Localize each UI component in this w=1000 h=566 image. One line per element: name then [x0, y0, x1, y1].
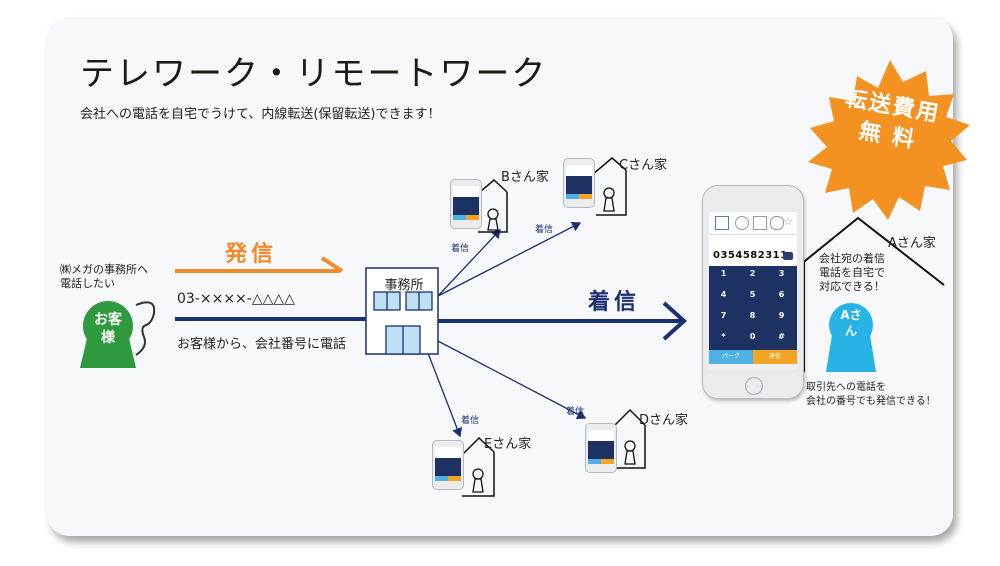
customer-icon — [80, 301, 156, 368]
main-smartphone: ☆ 0354582311 1 2 3 4 5 6 7 8 9 * 0 # パーク… — [702, 185, 804, 399]
clock-tab-icon — [735, 216, 749, 230]
key-2: 2 — [749, 269, 756, 278]
home-label-c: Cさん家 — [619, 158, 668, 173]
home-a-note: 会社宛の着信 電話を自宅で 対応できる！ — [819, 252, 885, 293]
branch-arrow-c — [437, 221, 582, 297]
key-8: 8 — [749, 311, 756, 320]
key-star: * — [721, 332, 726, 341]
branch-arrow-e — [427, 352, 463, 438]
cloud-tab-icon — [770, 216, 784, 230]
house-c — [591, 157, 627, 216]
office-building — [365, 267, 439, 355]
phone-tab-bar: ☆ — [709, 214, 797, 235]
key-5: 5 — [749, 290, 756, 299]
house-d — [611, 408, 646, 469]
customer-caption: ㈱メガの事務所へ 電話したい — [60, 263, 148, 290]
phone-c — [563, 158, 595, 208]
home-label-e: Eさん家 — [484, 437, 532, 452]
home-label-b: Bさん家 — [501, 170, 549, 185]
home-label-a: Aさん家 — [888, 236, 936, 251]
keypad: 1 2 3 4 5 6 7 8 9 * 0 # — [709, 266, 797, 350]
phone-b — [450, 179, 482, 229]
customer-number: 03-××××-△△△△ — [177, 291, 295, 307]
key-3: 3 — [778, 269, 785, 278]
house-a — [794, 216, 945, 372]
dial-number: 0354582311 — [713, 250, 788, 261]
delete-icon — [783, 252, 793, 260]
branch-arrow-b — [437, 229, 501, 297]
phone-screen: ☆ 0354582311 1 2 3 4 5 6 7 8 9 * 0 # パーク… — [709, 212, 797, 370]
branch-label-c: 着信 — [535, 225, 554, 235]
free-transfer-badge — [808, 60, 970, 220]
phone-d — [585, 423, 617, 473]
house-b — [473, 178, 508, 233]
keypad-tab-icon — [715, 216, 729, 230]
home-label-d: Dさん家 — [639, 413, 689, 428]
key-9: 9 — [778, 311, 785, 320]
phone-e — [432, 440, 464, 490]
page-subtitle: 会社への電話を自宅でうけて、内線転送(保留転送)できます！ — [80, 107, 441, 122]
key-1: 1 — [720, 269, 727, 278]
park-button: パーク — [709, 350, 753, 364]
branch-label-b: 着信 — [451, 244, 470, 254]
home-a-footnote: 取引先への電話を 会社の番号でも発信できる！ — [806, 382, 936, 407]
customer-icon-label: お客様 — [94, 312, 122, 346]
person-a-label: Aさん — [840, 308, 862, 338]
key-4: 4 — [720, 290, 727, 299]
key-6: 6 — [778, 290, 785, 299]
send-label: 発信 — [225, 242, 278, 267]
incoming-label: 着信 — [588, 290, 641, 315]
send-arrow — [175, 256, 344, 273]
key-hash: # — [778, 332, 785, 341]
star-tab-icon: ☆ — [783, 215, 793, 228]
phone-bottom-bar — [709, 364, 797, 370]
branch-label-d: 着信 — [566, 407, 585, 417]
customer-note: お客様から、会社番号に電話 — [177, 337, 347, 352]
home-button-icon — [745, 377, 763, 395]
key-0: 0 — [749, 332, 756, 341]
branch-arrow-d — [437, 340, 587, 419]
house-e — [461, 436, 495, 497]
dial-button: 発信 — [753, 350, 797, 364]
key-7: 7 — [720, 311, 727, 320]
contacts-tab-icon — [753, 216, 767, 230]
branch-label-e: 着信 — [461, 416, 480, 426]
incoming-arrow — [438, 301, 687, 341]
office-label: 事務所 — [384, 278, 424, 293]
page-title: テレワーク・リモートワーク — [80, 54, 548, 94]
